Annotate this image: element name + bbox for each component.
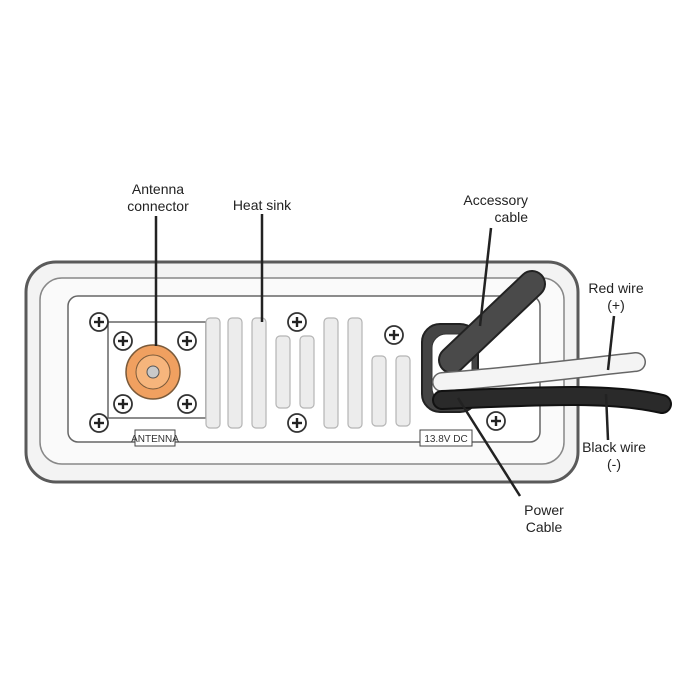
black-wire [432, 386, 672, 414]
screw-icon [177, 331, 197, 351]
screw-icon [287, 413, 307, 433]
label-accessory-cable: Accessory cable [438, 192, 528, 226]
screws [89, 312, 506, 433]
label-accessory-line2: cable [494, 209, 528, 225]
label-power-line1: Power [524, 502, 564, 518]
screw-icon [89, 413, 109, 433]
label-power-cable: Power Cable [504, 502, 584, 536]
callout-red-wire [606, 315, 616, 371]
label-black-wire-line1: Black wire [582, 439, 646, 455]
callout-power-cable [456, 397, 522, 497]
screw-icon [384, 325, 404, 345]
label-accessory-line1: Accessory [463, 192, 528, 208]
label-heat-sink: Heat sink [220, 197, 304, 214]
screw-icon [113, 331, 133, 351]
voltage-plate: 13.8V DC [419, 429, 473, 447]
heat-sink [205, 317, 411, 429]
screw-icon [113, 394, 133, 414]
label-red-wire-line2: (+) [607, 297, 625, 313]
screw-icon [177, 394, 197, 414]
label-black-wire: Black wire (-) [572, 439, 656, 473]
antenna-plate: ANTENNA [131, 429, 179, 447]
callout-lines [154, 214, 616, 497]
label-antenna-line2: connector [127, 198, 189, 214]
screw-icon [287, 312, 307, 332]
callout-black-wire [604, 393, 610, 441]
callout-accessory [478, 227, 493, 327]
red-wire [432, 352, 646, 392]
label-antenna-connector: Antenna connector [118, 181, 198, 215]
antenna-plate-text: ANTENNA [131, 434, 179, 445]
label-heat-sink-text: Heat sink [232, 197, 292, 213]
label-antenna-line1: Antenna [131, 181, 185, 197]
voltage-plate-text: 13.8V DC [424, 434, 467, 445]
label-red-wire: Red wire (+) [574, 280, 658, 314]
label-power-line2: Cable [525, 519, 563, 535]
antenna-connector [125, 344, 181, 400]
label-black-wire-line2: (-) [607, 456, 621, 472]
accessory-cable [438, 270, 546, 374]
label-red-wire-line1: Red wire [588, 280, 644, 296]
screw-icon [486, 411, 506, 431]
screw-icon [89, 312, 109, 332]
